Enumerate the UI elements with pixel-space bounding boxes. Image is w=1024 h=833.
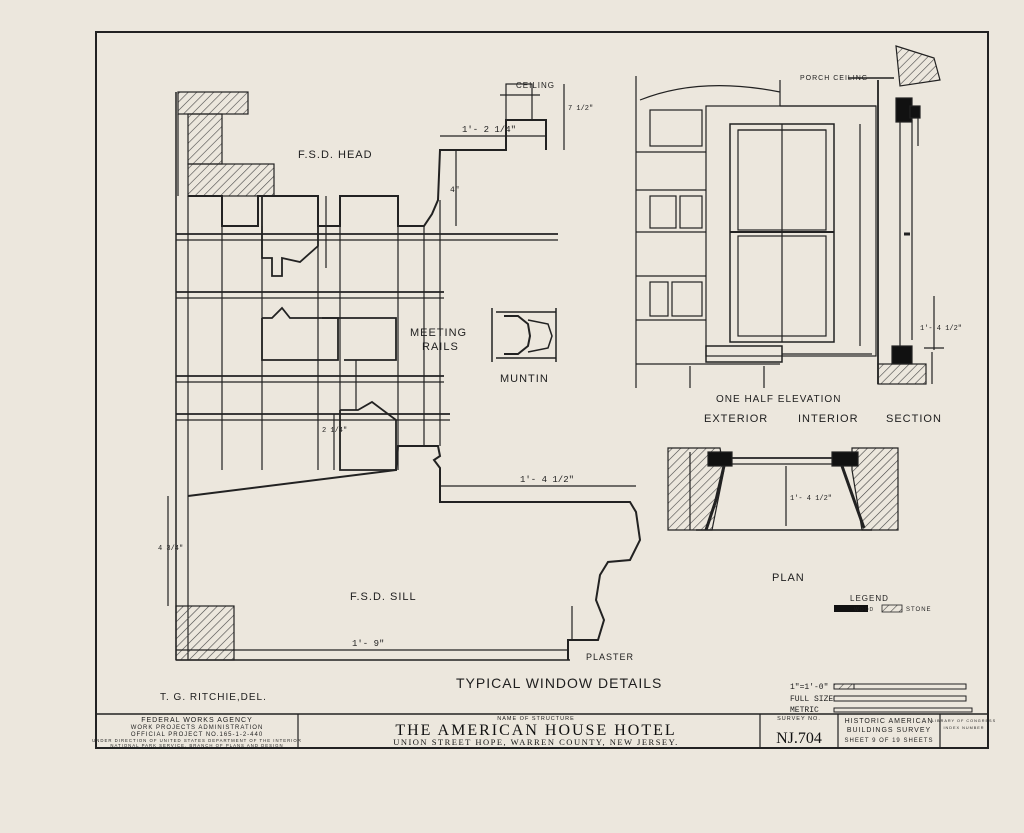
library-line-1: LIBRARY OF CONGRESS xyxy=(932,719,996,723)
dim-head-height: 4" xyxy=(450,186,460,195)
structure-location: UNION STREET HOPE, WARREN COUNTY, NEW JE… xyxy=(393,737,679,747)
delineator-label: T. G. RITCHIE,DEL. xyxy=(160,692,267,703)
scale-bars xyxy=(833,683,973,713)
library-line-2: INDEX NUMBER xyxy=(943,726,984,730)
agency-line-5: NATIONAL PARK SERVICE, BRANCH OF PLANS A… xyxy=(110,743,283,748)
legend-wood-label: WOOD xyxy=(854,607,874,613)
agency-line-2: WORK PROJECTS ADMINISTRATION xyxy=(131,725,264,731)
dim-head-width: 1'- 2 1/4" xyxy=(462,125,516,135)
meeting-rails-label: MEETING xyxy=(410,327,467,339)
scale-metric: METRIC xyxy=(790,706,819,715)
ceiling-label: CEILING xyxy=(516,81,555,90)
dim-overall-width: 1'- 9" xyxy=(352,639,384,649)
legend-wood-swatch xyxy=(834,605,868,612)
head-sill-section xyxy=(167,83,642,661)
plaster-label: PLASTER xyxy=(586,652,634,662)
legend-stone-label: STONE xyxy=(906,607,932,613)
plan-label: PLAN xyxy=(772,572,805,584)
habs-line-2: BUILDINGS SURVEY xyxy=(847,727,931,734)
legend-stone-swatch xyxy=(881,604,903,613)
window-plan xyxy=(667,447,899,531)
dim-plan: 1'- 4 1/2" xyxy=(790,495,832,503)
meeting-rails-label-2: RAILS xyxy=(422,341,459,353)
habs-line-1: HISTORIC AMERICAN xyxy=(845,718,934,725)
muntin-label: MUNTIN xyxy=(500,373,549,385)
name-caption: NAME OF STRUCTURE xyxy=(497,716,575,722)
agency-line-3: OFFICIAL PROJECT NO.165-1-2-440 xyxy=(131,732,263,738)
fsd-head-label: F.S.D. HEAD xyxy=(298,149,373,161)
agency-line-1: FEDERAL WORKS AGENCY xyxy=(141,717,253,724)
scale-full: FULL SIZE xyxy=(790,695,833,704)
legend-label: LEGEND xyxy=(850,594,889,603)
section-label: SECTION xyxy=(886,413,942,425)
exterior-label: EXTERIOR xyxy=(704,413,768,425)
dim-ceiling: 7 1/2" xyxy=(568,105,593,113)
muntin-detail xyxy=(491,308,557,362)
dim-sill-width: 1'- 4 1/2" xyxy=(520,475,574,485)
title-block-frame xyxy=(95,713,989,749)
one-half-elevation-label: ONE HALF ELEVATION xyxy=(716,394,841,405)
wall-section xyxy=(848,45,944,385)
dim-rail-height: 2 1/4" xyxy=(322,427,347,435)
survey-caption: SURVEY NO. xyxy=(777,716,821,722)
survey-number: NJ.704 xyxy=(776,730,822,747)
agency-line-4: UNDER DIRECTION OF UNITED STATES DEPARTM… xyxy=(92,738,302,743)
dim-sill-height: 4 3/4" xyxy=(158,545,183,553)
scale-imperial: 1"=1'-0" xyxy=(790,683,828,692)
interior-label: INTERIOR xyxy=(798,413,859,425)
structure-name: THE AMERICAN HOUSE HOTEL xyxy=(395,722,676,739)
drawing-title: TYPICAL WINDOW DETAILS xyxy=(456,675,662,691)
dim-section: 1'- 4 1/2" xyxy=(920,325,962,333)
sheet-count: SHEET 9 OF 19 SHEETS xyxy=(845,738,934,744)
fsd-sill-label: F.S.D. SILL xyxy=(350,591,417,603)
half-elevation xyxy=(635,76,877,388)
porch-ceiling-label: PORCH CEILING xyxy=(800,75,868,82)
